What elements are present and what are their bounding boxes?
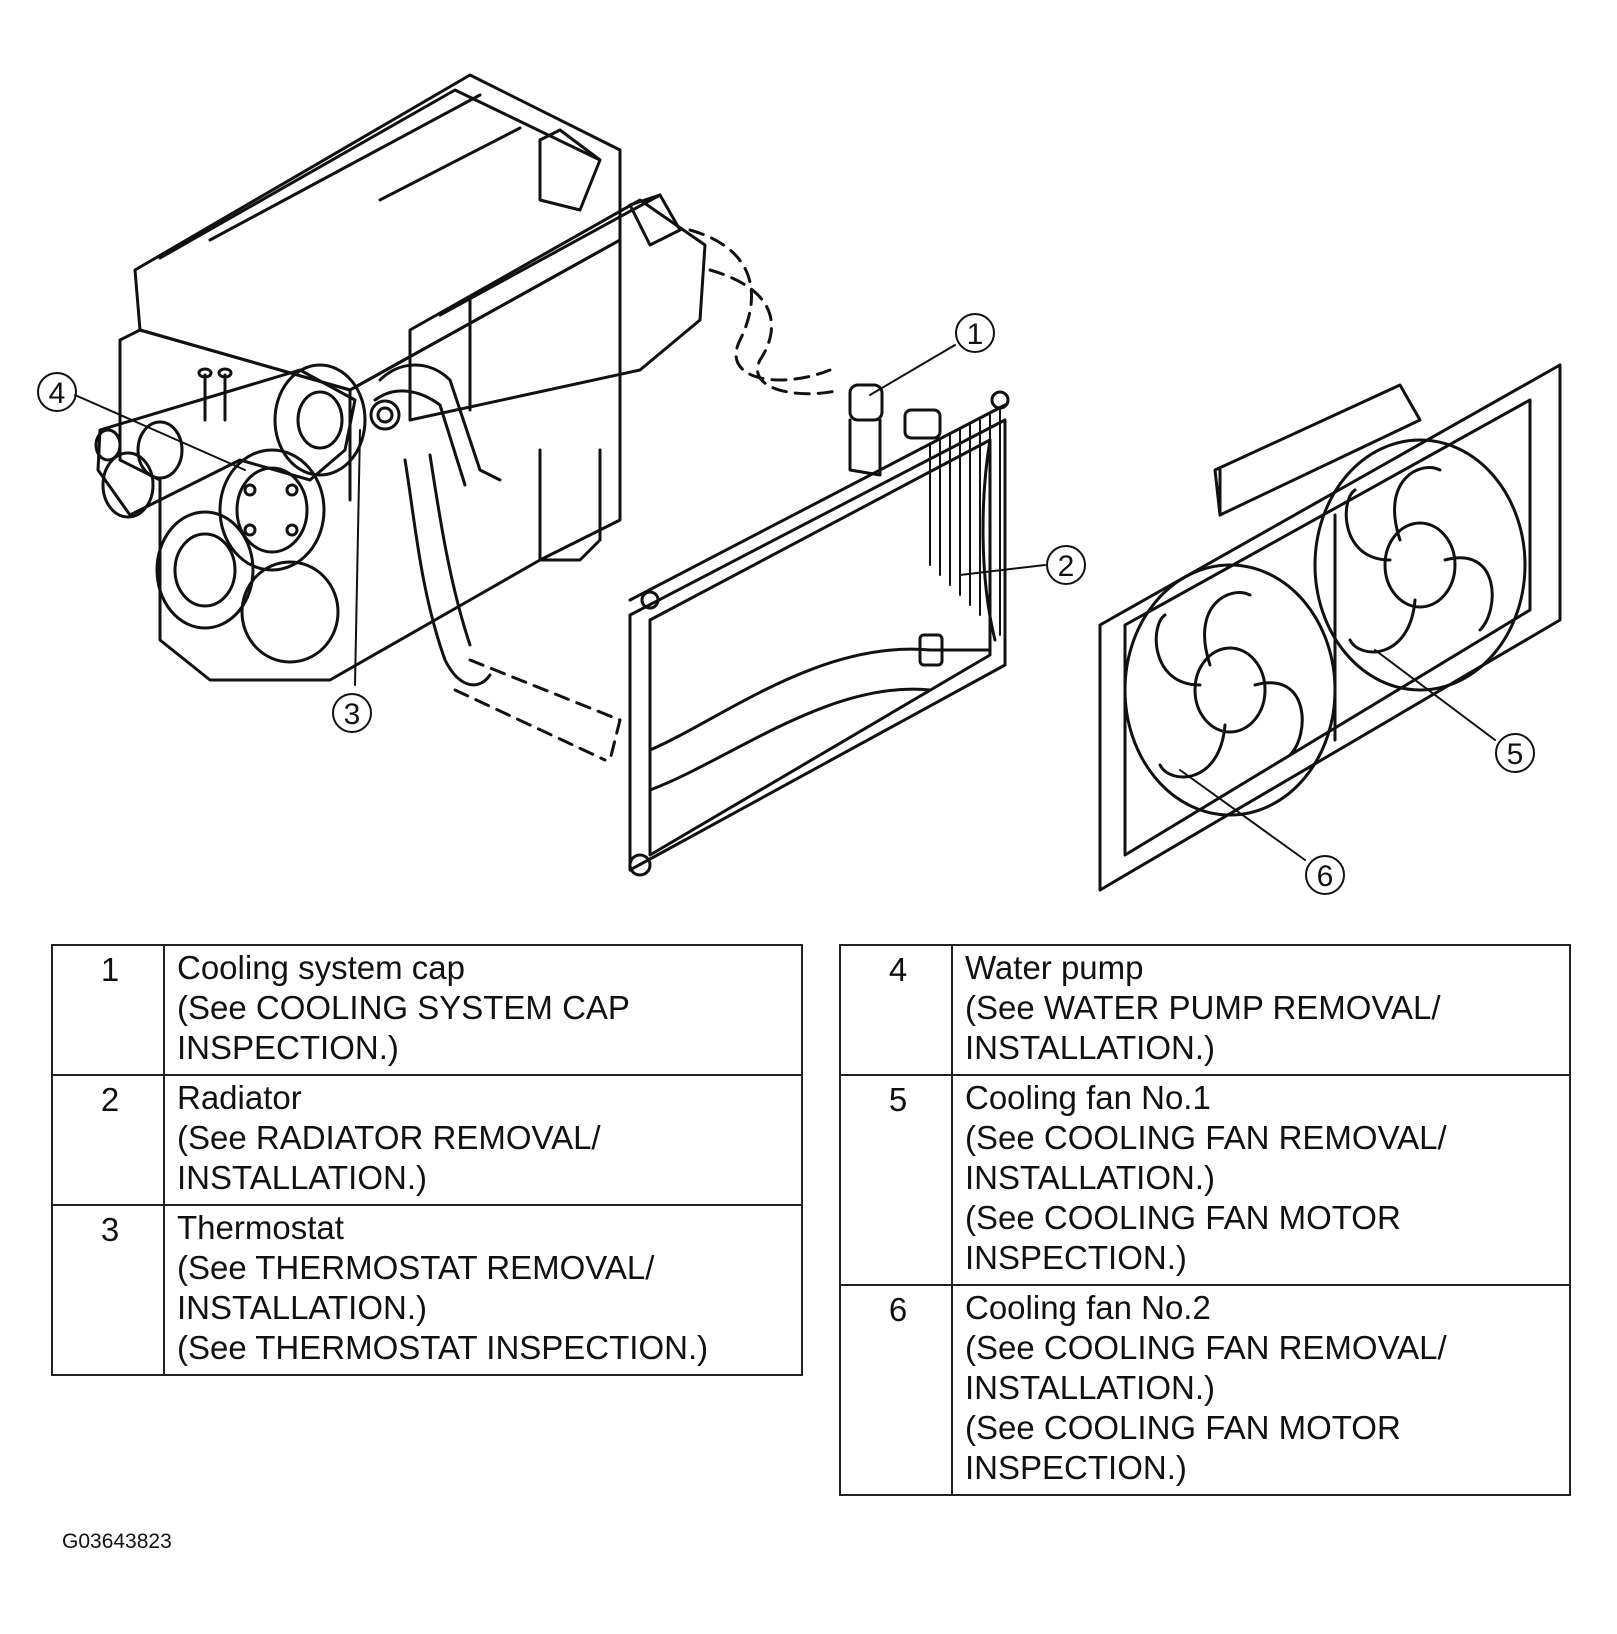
legend-row-2: 2 Radiator (See RADIATOR REMOVAL/ INSTAL… bbox=[51, 1074, 803, 1206]
legend-number: 3 bbox=[51, 1204, 165, 1376]
legend-line: INSPECTION.) bbox=[965, 1239, 1187, 1276]
engine-drawing bbox=[94, 73, 622, 682]
legend-line: (See COOLING FAN REMOVAL/ bbox=[965, 1119, 1447, 1156]
legend-line: INSPECTION.) bbox=[965, 1449, 1187, 1486]
legend-line: (See THERMOSTAT INSPECTION.) bbox=[177, 1329, 709, 1366]
legend-line: INSPECTION.) bbox=[177, 1029, 399, 1066]
legend-line: INSTALLATION.) bbox=[177, 1289, 427, 1326]
legend-line: Cooling system cap bbox=[177, 949, 465, 986]
cooling-system-illustration: 1 2 3 4 5 6 bbox=[37, 73, 1562, 895]
svg-text:4: 4 bbox=[49, 377, 66, 410]
legend-row-1: 1 Cooling system cap (See COOLING SYSTEM… bbox=[51, 944, 803, 1076]
legend-line: (See COOLING FAN REMOVAL/ bbox=[965, 1329, 1447, 1366]
legend-line: (See COOLING FAN MOTOR bbox=[965, 1199, 1401, 1236]
legend-line: (See COOLING SYSTEM CAP bbox=[177, 989, 630, 1026]
callout-4: 4 bbox=[37, 372, 77, 412]
radiator-drawing bbox=[628, 383, 1010, 877]
legend-line: Thermostat bbox=[177, 1209, 344, 1246]
legend-description: Radiator (See RADIATOR REMOVAL/ INSTALLA… bbox=[163, 1074, 803, 1206]
svg-text:6: 6 bbox=[1317, 860, 1334, 893]
legend-table-right: 4 Water pump (See WATER PUMP REMOVAL/ IN… bbox=[839, 944, 1571, 1496]
legend-row-4: 4 Water pump (See WATER PUMP REMOVAL/ IN… bbox=[839, 944, 1571, 1076]
legend-number: 1 bbox=[51, 944, 165, 1076]
legend-description: Thermostat (See THERMOSTAT REMOVAL/ INST… bbox=[163, 1204, 803, 1376]
legend-line: (See THERMOSTAT REMOVAL/ bbox=[177, 1249, 655, 1286]
legend-line: Cooling fan No.2 bbox=[965, 1289, 1211, 1326]
callout-3: 3 bbox=[332, 693, 372, 733]
legend-description: Cooling system cap (See COOLING SYSTEM C… bbox=[163, 944, 803, 1076]
legend-number: 6 bbox=[839, 1284, 953, 1496]
svg-text:2: 2 bbox=[1058, 550, 1075, 583]
legend-line: INSTALLATION.) bbox=[965, 1029, 1215, 1066]
svg-text:5: 5 bbox=[1507, 738, 1524, 771]
legend-line: INSTALLATION.) bbox=[177, 1159, 427, 1196]
legend-number: 5 bbox=[839, 1074, 953, 1286]
callout-5: 5 bbox=[1495, 733, 1535, 773]
legend-line: (See RADIATOR REMOVAL/ bbox=[177, 1119, 601, 1156]
svg-text:1: 1 bbox=[967, 318, 984, 351]
legend-line: (See COOLING FAN MOTOR bbox=[965, 1409, 1401, 1446]
callout-2: 2 bbox=[1046, 545, 1086, 585]
leader-lines bbox=[74, 344, 1496, 861]
legend-line: (See WATER PUMP REMOVAL/ bbox=[965, 989, 1441, 1026]
legend-line: Cooling fan No.1 bbox=[965, 1079, 1211, 1116]
legend-row-6: 6 Cooling fan No.2 (See COOLING FAN REMO… bbox=[839, 1284, 1571, 1496]
legend-description: Cooling fan No.1 (See COOLING FAN REMOVA… bbox=[951, 1074, 1571, 1286]
legend-description: Cooling fan No.2 (See COOLING FAN REMOVA… bbox=[951, 1284, 1571, 1496]
legend-row-3: 3 Thermostat (See THERMOSTAT REMOVAL/ IN… bbox=[51, 1204, 803, 1376]
svg-text:3: 3 bbox=[344, 698, 361, 731]
legend-number: 4 bbox=[839, 944, 953, 1076]
cooling-fan-no2-drawing bbox=[1123, 563, 1337, 817]
legend-line: INSTALLATION.) bbox=[965, 1369, 1215, 1406]
legend-line: Water pump bbox=[965, 949, 1144, 986]
legend-line: INSTALLATION.) bbox=[965, 1159, 1215, 1196]
legend-row-5: 5 Cooling fan No.1 (See COOLING FAN REMO… bbox=[839, 1074, 1571, 1286]
cooling-fan-no1-drawing bbox=[1313, 438, 1527, 692]
callout-6: 6 bbox=[1305, 855, 1345, 895]
legend-table-left: 1 Cooling system cap (See COOLING SYSTEM… bbox=[51, 944, 803, 1376]
hoses-drawing bbox=[369, 128, 842, 762]
legend-number: 2 bbox=[51, 1074, 165, 1206]
callout-1: 1 bbox=[955, 313, 995, 353]
legend-line: Radiator bbox=[177, 1079, 302, 1116]
legend-description: Water pump (See WATER PUMP REMOVAL/ INST… bbox=[951, 944, 1571, 1076]
cooling-fan-assembly-drawing bbox=[1098, 363, 1562, 892]
figure-code: G03643823 bbox=[62, 1530, 172, 1553]
